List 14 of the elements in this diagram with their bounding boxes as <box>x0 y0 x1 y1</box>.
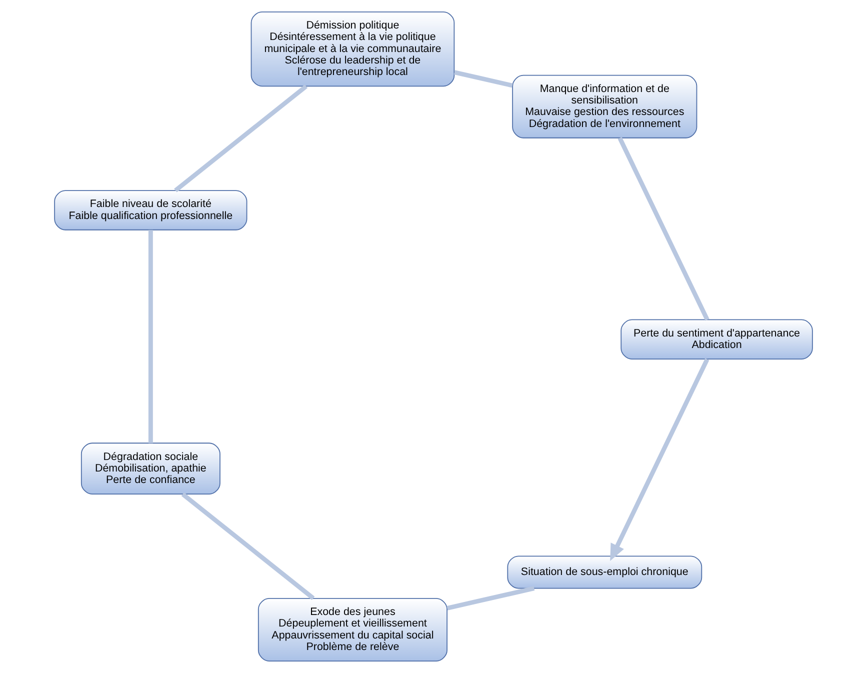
node-box: Manque d'information et de sensibilisation Mauvaise gestion des ressources Dégradation de l'environnement <box>512 74 697 138</box>
connector <box>180 492 314 600</box>
node-box: Démission politique Désintéressement à la vie politique municipale et à la vie communautaire Sclérose du leadership et de l'entrepreneurship local <box>250 12 454 87</box>
arrow <box>610 358 709 561</box>
node-box: Situation de sous-emploi chronique <box>506 556 702 589</box>
connector <box>446 586 534 610</box>
node-box: Exode des jeunes Dépeuplement et vieillissement Appauvrissement du capital social Problème de relève <box>257 598 447 662</box>
node-box: Faible niveau de scolarité Faible qualification professionnelle <box>54 190 247 230</box>
node-box: Dégradation sociale Démobilisation, apathie Perte de confiance <box>80 442 220 495</box>
node-box: Perte du sentiment d'appartenance Abdication <box>620 319 812 360</box>
connector <box>453 70 512 88</box>
connector <box>148 230 152 444</box>
connector <box>617 137 709 321</box>
connector <box>174 84 308 192</box>
